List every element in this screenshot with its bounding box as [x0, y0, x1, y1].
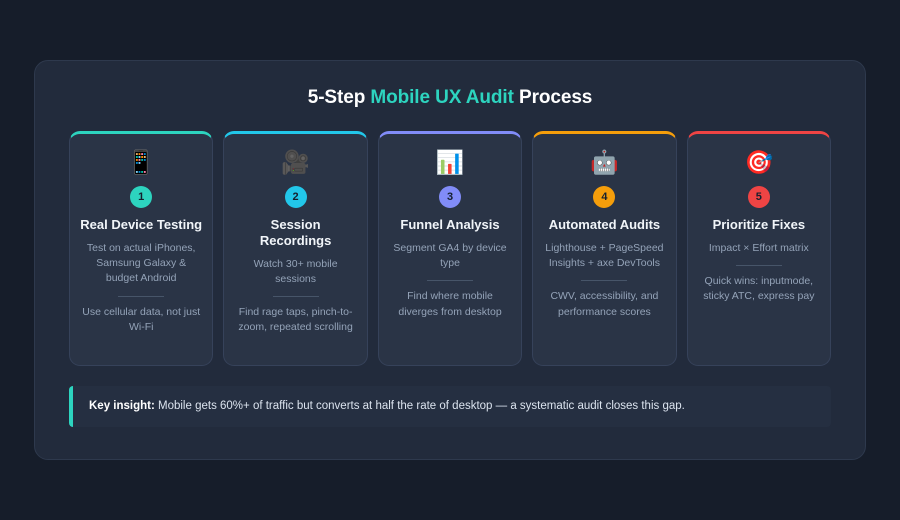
step-number-badge: 1 — [130, 186, 153, 208]
step-card-title: Session Recordings — [259, 217, 332, 248]
card-divider — [581, 280, 628, 282]
page-title-accent: Mobile UX Audit — [370, 87, 514, 108]
page-title-prefix: 5-Step — [307, 87, 371, 108]
step-number-badge: 3 — [439, 186, 462, 208]
key-insight-text: Mobile gets 60%+ of traffic but converts… — [154, 400, 685, 412]
step-card-body-secondary: Use cellular data, not just Wi-Fi — [82, 305, 201, 333]
step-number-badge: 4 — [593, 186, 616, 208]
step-card-body-secondary: Quick wins: inputmode, sticky ATC, expre… — [703, 275, 815, 303]
robot-icon: 🤖 — [590, 148, 619, 175]
step-number-badge: 2 — [284, 186, 307, 208]
step-card-title: Real Device Testing — [80, 217, 203, 232]
step-card-body-primary: Watch 30+ mobile sessions — [253, 257, 338, 285]
key-insight-banner: Key insight: Mobile gets 60%+ of traffic… — [69, 386, 831, 427]
card-divider — [735, 265, 782, 267]
card-divider — [118, 295, 165, 297]
mobile-phone-icon: 📱 — [126, 148, 156, 175]
step-card-title: Automated Audits — [548, 217, 661, 232]
step-card-body-primary: Test on actual iPhones, Samsung Galaxy &… — [86, 241, 196, 285]
target-dart-icon: 🎯 — [744, 148, 774, 175]
bar-chart-icon: 📊 — [435, 148, 465, 175]
page-title: 5-Step Mobile UX Audit Process — [69, 87, 831, 109]
card-divider — [427, 280, 474, 282]
step-card-body-secondary: CWV, accessibility, and performance scor… — [550, 290, 659, 318]
key-insight-label: Key insight: — [89, 400, 155, 412]
movie-camera-icon: 🎥 — [281, 148, 310, 175]
step-card-title: Prioritize Fixes — [712, 217, 806, 232]
step-card-body-secondary: Find rage taps, pinch-to-zoom, repeated … — [238, 306, 353, 334]
card-divider — [272, 296, 319, 298]
step-number-badge: 5 — [747, 186, 770, 208]
page-title-suffix: Process — [513, 87, 593, 108]
step-card-body-secondary: Find where mobile diverges from desktop — [398, 290, 502, 318]
step-card-body-primary: Segment GA4 by device type — [393, 241, 507, 270]
step-card-body-primary: Lighthouse + PageSpeed Insights + axe De… — [545, 241, 664, 270]
step-card-title: Funnel Analysis — [400, 217, 500, 232]
step-card-body-primary: Impact × Effort matrix — [708, 241, 809, 254]
